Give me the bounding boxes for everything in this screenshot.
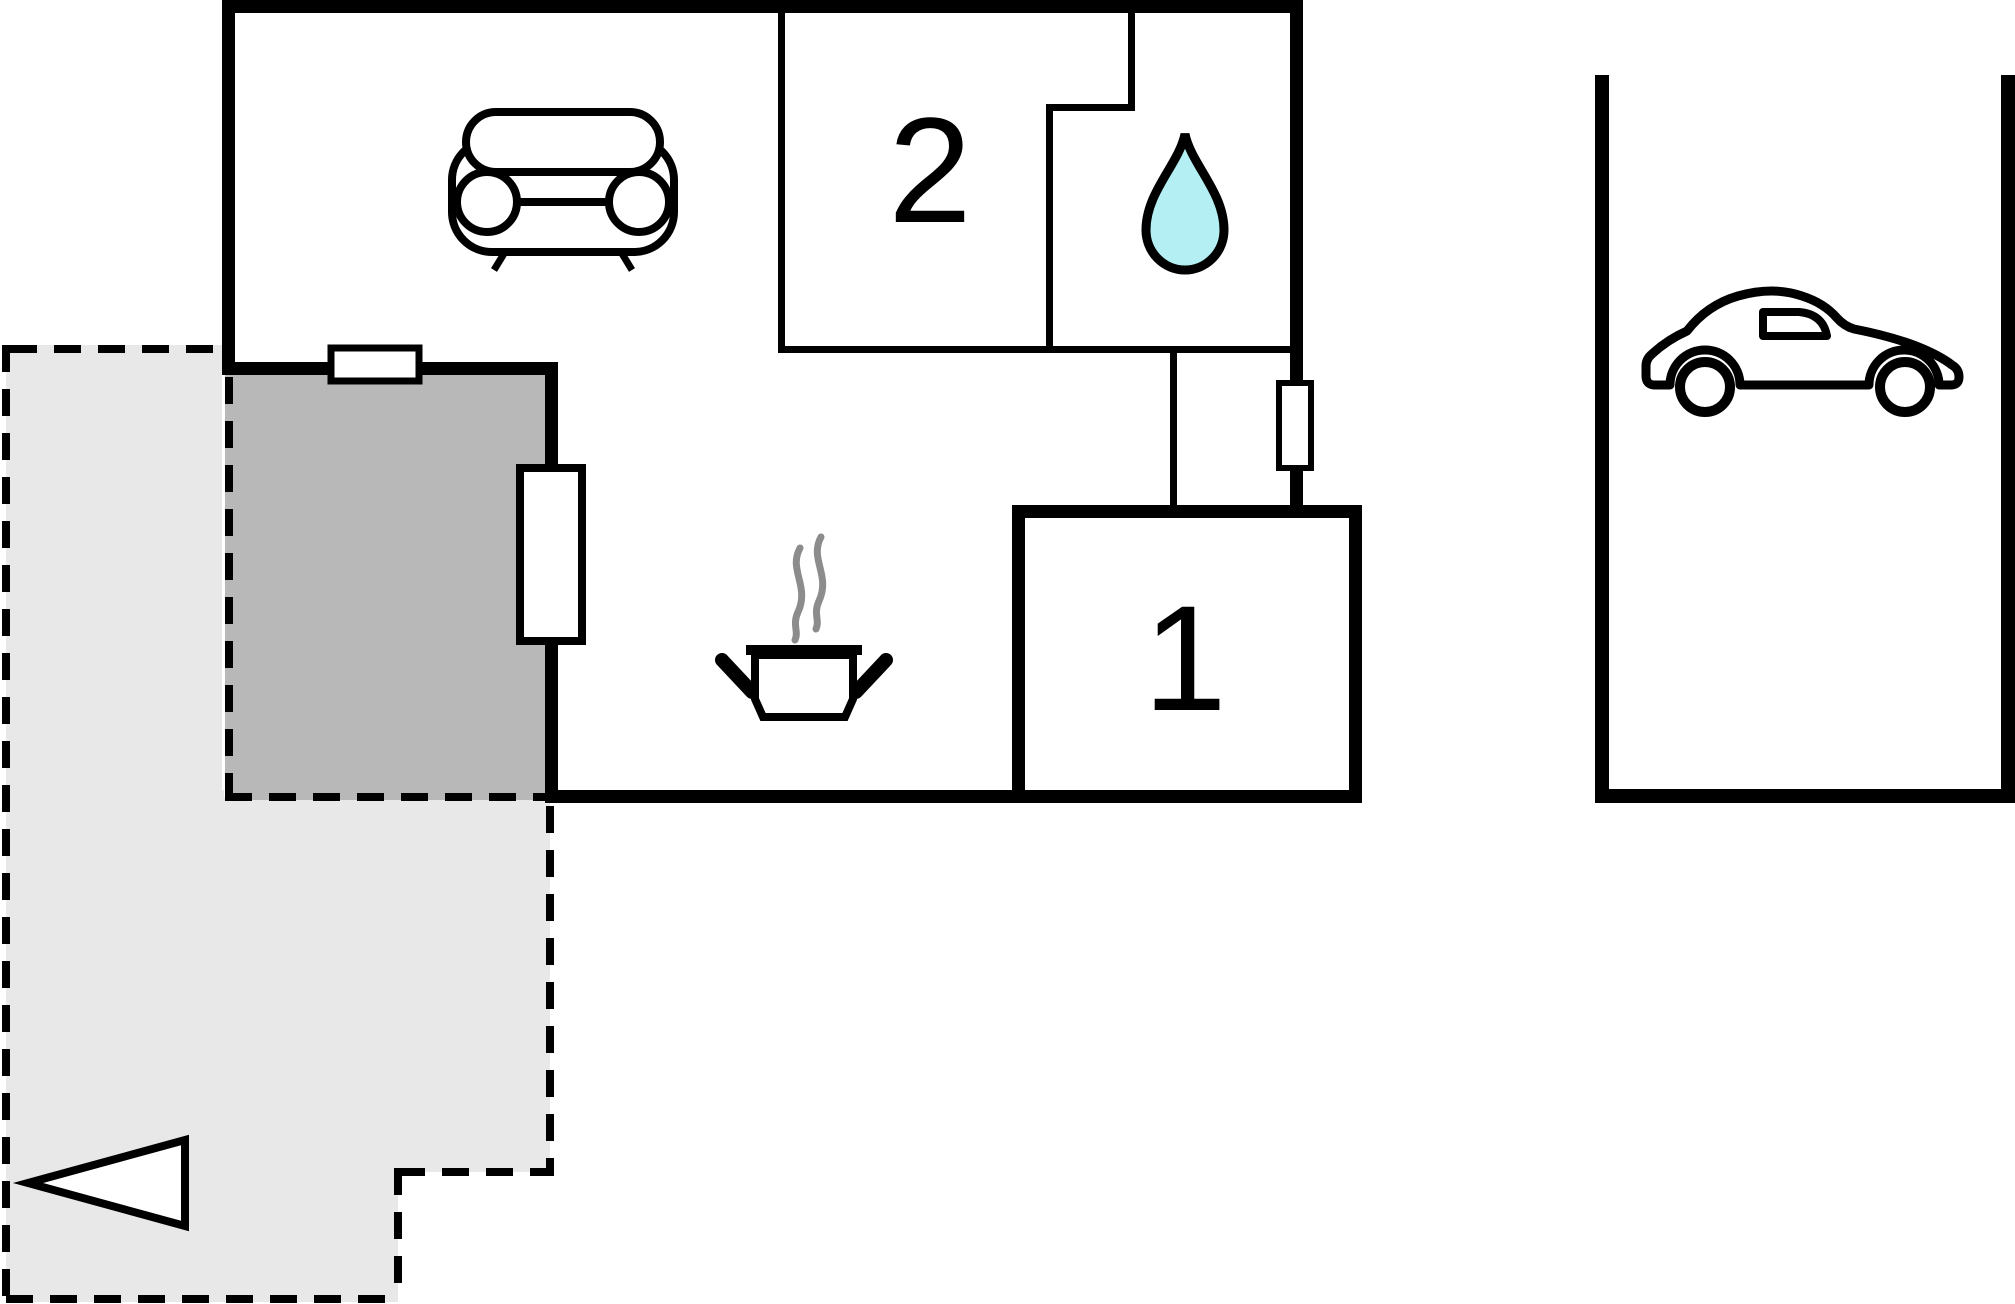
wall-terraceroom-right-lower	[545, 637, 558, 803]
direction-arrow-icon	[12, 1134, 189, 1232]
wall-bedroom1-top	[1012, 505, 1362, 518]
window-terraceroom	[516, 464, 586, 645]
sofa-leg-left	[491, 250, 508, 272]
car-wheel-front	[1675, 357, 1735, 417]
bedroom-2-label: 2	[888, 86, 971, 254]
wall-bathroom-lower-left	[1046, 104, 1053, 353]
interior-walls	[778, 13, 1302, 517]
bedroom-1-floor	[1012, 505, 1362, 803]
wall-hall-connector	[1170, 353, 1177, 517]
wall-right-upper	[1290, 0, 1303, 385]
car-wheel-rear	[1875, 357, 1935, 417]
pot-rim	[746, 645, 862, 655]
wall-top	[222, 0, 1302, 13]
steam-wave-right	[812, 533, 827, 633]
sofa-icon	[448, 108, 678, 272]
terrace-room-area	[225, 375, 552, 800]
sofa-leg-right	[618, 250, 635, 272]
pot-handle-left	[715, 653, 759, 699]
sofa-back	[462, 108, 664, 176]
wall-terraceroom-right-upper	[545, 362, 558, 472]
outer-walls	[222, 0, 2015, 803]
cooking-pot-icon	[715, 645, 893, 721]
window-livingroom	[327, 344, 423, 385]
door-right-side	[1276, 380, 1314, 471]
wall-bathroom-notch	[1046, 104, 1135, 111]
wall-right-mid	[1290, 466, 1303, 517]
terrace-area	[6, 345, 550, 1302]
wall-main-bottom	[545, 790, 1362, 803]
steam-wave-left	[791, 544, 806, 644]
wall-carport-bottom	[1595, 789, 2015, 803]
sofa-armrest-left	[453, 168, 521, 236]
pot-handle-right	[849, 653, 893, 699]
wall-carport-left	[1595, 75, 1609, 803]
carport-floor	[1595, 75, 2015, 803]
wall-bedroom1-right	[1349, 505, 1362, 803]
water-drop-icon	[1141, 132, 1229, 275]
wall-bedroom2-left	[778, 13, 785, 353]
dashed-borders	[2, 345, 554, 1304]
wall-bathroom-upper-left	[1128, 13, 1135, 111]
wall-bedroom1-left	[1012, 505, 1025, 803]
wall-left	[222, 0, 235, 375]
steam-icon	[791, 533, 827, 644]
bedroom-1-label: 1	[1143, 574, 1226, 742]
sofa-armrest-right	[605, 168, 673, 236]
openings	[327, 344, 1314, 645]
wall-bedroom2-bathroom-bottom	[778, 346, 1302, 353]
car-window	[1759, 308, 1831, 340]
car-icon	[1641, 286, 1964, 417]
wall-carport-right	[2001, 75, 2015, 803]
pot-body	[751, 651, 857, 721]
